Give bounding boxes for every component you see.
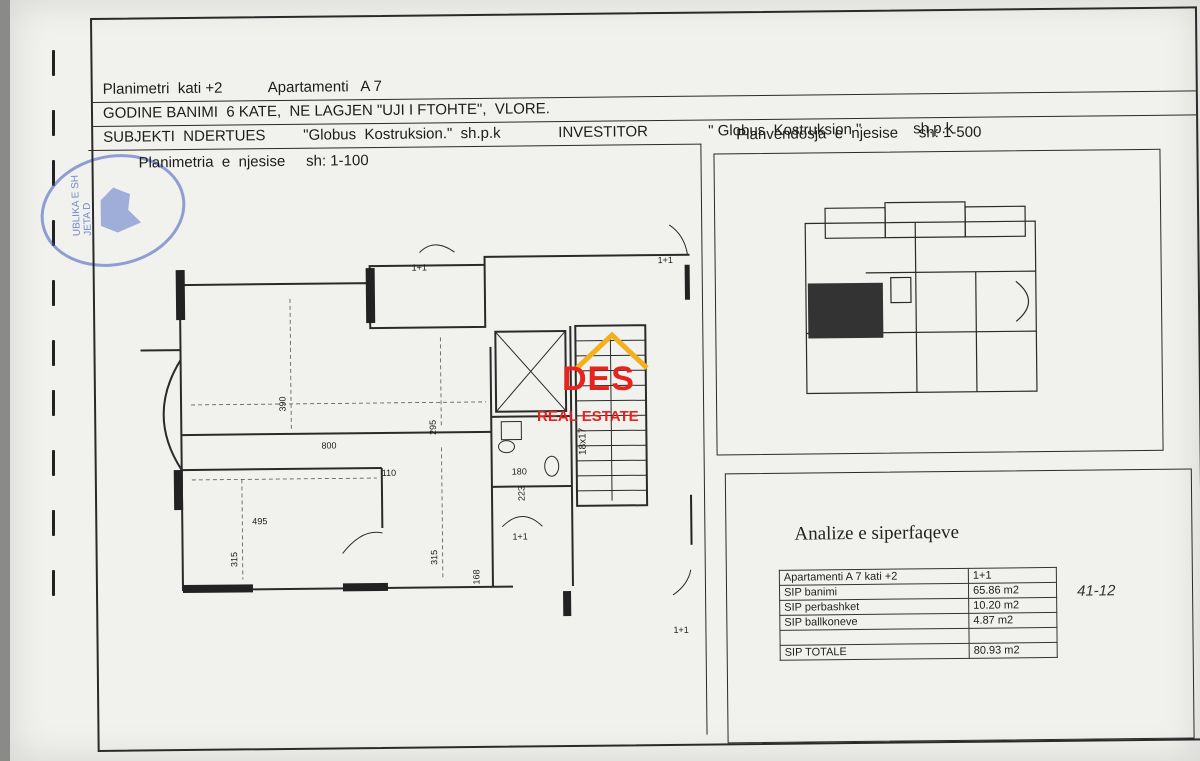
investor-label: INVESTITOR (558, 123, 649, 142)
table-cell: 10.20 m2 (968, 597, 1057, 614)
site-plan-drawing (804, 201, 1038, 395)
hole-punch-mark (52, 160, 55, 186)
hole-punch-mark (52, 510, 55, 536)
handwritten-note: 41-12 (1076, 582, 1116, 600)
dimension-label: 495 (252, 516, 268, 527)
site-plan-title: Planvendosja e njesise sh: 1-500 (736, 123, 982, 144)
site-plan-panel (713, 148, 1164, 456)
hole-punch-mark (52, 50, 55, 76)
building-description: GODINE BANIMI 6 KATE, NE LAGJEN "UJI I F… (102, 100, 550, 122)
hole-punch-mark (52, 450, 55, 476)
logo-subtitle: REAL ESTATE (537, 408, 639, 425)
door-label: 1+1 (657, 254, 673, 266)
dimension-label: 315 (429, 549, 440, 565)
des-real-estate-logo: DES REAL ESTATE (537, 330, 687, 430)
hole-punch-mark (52, 110, 55, 136)
dimension-label: 180 (511, 466, 527, 477)
floor-plan-drawing (140, 224, 695, 617)
roof-icon (575, 331, 649, 370)
dimension-label: 110 (381, 467, 397, 478)
hole-punch-mark (52, 220, 55, 246)
dimension-label: 223 (516, 485, 527, 502)
table-cell: 1+1 (968, 567, 1057, 584)
unit-plan-panel: Planimetria e njesise sh: 1-100 (88, 143, 708, 741)
table-cell: 65.86 m2 (968, 582, 1057, 599)
table-cell: 4.87 m2 (968, 612, 1057, 629)
door-label: 1+1 (411, 262, 427, 273)
door-label: 1+1 (673, 624, 689, 635)
stair-label: 18x17 (577, 427, 589, 456)
drawing-frame: Planimetri kati +2 Apartamenti A 7 GODIN… (88, 6, 1200, 752)
dimension-label: 315 (229, 551, 240, 568)
logo-name: DES (562, 360, 635, 398)
table-cell: 80.93 m2 (969, 642, 1058, 659)
dimension-label: 390 (277, 396, 288, 412)
hole-punch-mark (52, 570, 55, 596)
hole-punch-mark (52, 280, 55, 306)
official-stamp: UBLIKA E SH JETA D (30, 141, 196, 280)
analysis-title: Analize e siperfaqeve (794, 521, 960, 545)
builder-name: "Globus Kostruksion." sh.p.k (303, 124, 501, 144)
builder-label: SUBJEKTI NDERTUES (103, 127, 266, 146)
hole-punch-mark (52, 340, 55, 366)
hole-punch-mark (52, 390, 55, 416)
table-cell (968, 627, 1058, 644)
dimension-label: 295 (427, 419, 438, 436)
dimension-label: 168 (471, 569, 482, 585)
plan-floor-label: Planimetri kati +2 (102, 79, 223, 98)
table-cell: SIP TOTALE (780, 643, 970, 661)
door-label: 1+1 (512, 531, 528, 542)
document-sheet: UBLIKA E SH JETA D Planimetri kati +2 Ap… (10, 0, 1200, 761)
eagle-emblem-icon (100, 187, 142, 233)
area-analysis-panel: Analize e siperfaqeve Apartamenti A 7 ka… (724, 468, 1195, 744)
apartment-label: Apartamenti A 7 (267, 77, 383, 97)
dimension-label: 800 (321, 440, 337, 451)
